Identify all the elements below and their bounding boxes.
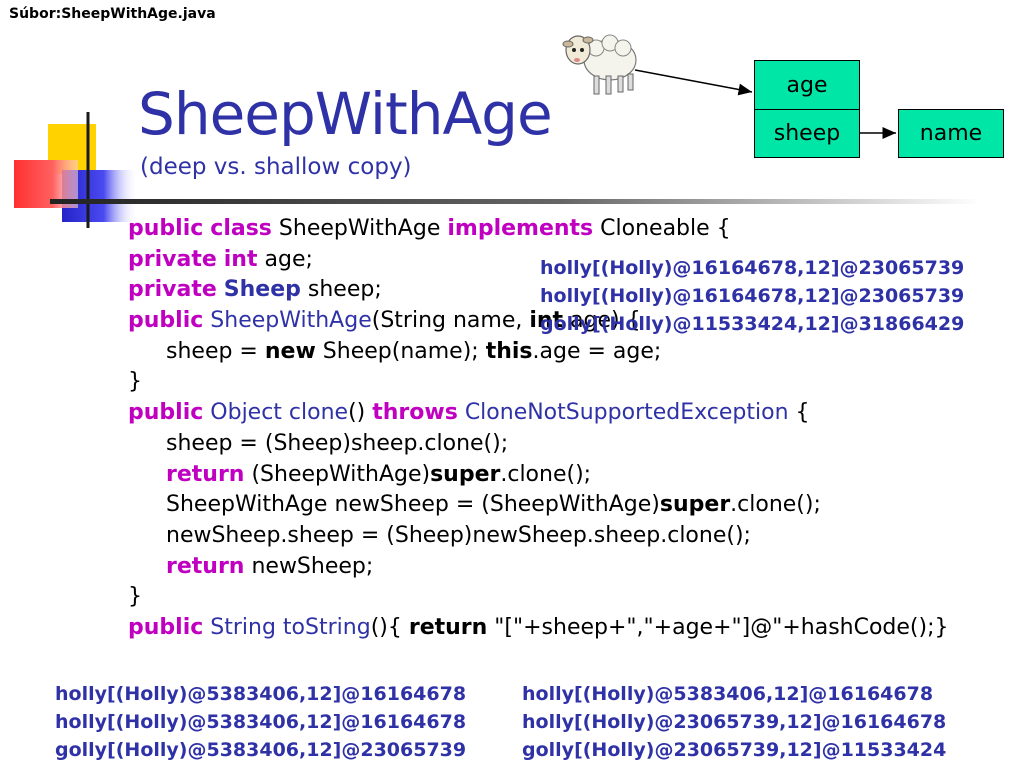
output-line: golly[(Holly)@11533424,12]@31866429 bbox=[540, 313, 965, 335]
code-token: age; bbox=[264, 246, 313, 272]
code-token: int bbox=[529, 308, 564, 334]
page-subtitle: (deep vs. shallow copy) bbox=[140, 154, 412, 180]
code-token: (SheepWithAge) bbox=[244, 461, 431, 487]
output-line: holly[(Holly)@16164678,12]@23065739 bbox=[540, 257, 965, 279]
code-token: int bbox=[223, 246, 258, 272]
code-line: SheepWithAge newSheep = (SheepWithAge)su… bbox=[128, 490, 949, 521]
code-line: private int age; bbox=[128, 245, 949, 276]
code-token: sheep = (Sheep)sheep.clone(); bbox=[166, 430, 509, 456]
code-line: public SheepWithAge(String name, int age… bbox=[128, 306, 949, 337]
code-token: () bbox=[348, 400, 373, 426]
code-token: (){ bbox=[370, 614, 409, 640]
box-sheep: sheep bbox=[754, 109, 860, 158]
code-token: class bbox=[210, 216, 272, 241]
output-line: holly[(Holly)@5383406,12]@16164678 bbox=[55, 711, 467, 733]
code-token: new bbox=[264, 338, 316, 364]
decorative-squares bbox=[14, 112, 138, 228]
code-line: private Sheep sheep; bbox=[128, 275, 949, 306]
code-token: } bbox=[128, 584, 142, 610]
code-line: sheep = (Sheep)sheep.clone(); bbox=[128, 429, 949, 460]
output-bottom-left: holly[(Holly)@5383406,12]@16164678 holly… bbox=[55, 680, 466, 764]
code-token: return bbox=[166, 553, 245, 579]
code-line: public Object clone() throws CloneNotSup… bbox=[128, 398, 949, 429]
code-line: public String toString(){ return "["+she… bbox=[128, 613, 949, 644]
output-line: holly[(Holly)@5383406,12]@16164678 bbox=[55, 683, 467, 705]
code-token: SheepWithAge bbox=[210, 308, 372, 334]
code-token: Object clone bbox=[210, 400, 349, 426]
code-token: private bbox=[128, 246, 217, 272]
output-line: golly[(Holly)@23065739,12]@11533424 bbox=[522, 739, 947, 761]
code-token: super bbox=[659, 492, 731, 518]
code-token: SheepWithAge newSheep = (SheepWithAge) bbox=[166, 492, 660, 518]
code-line: } bbox=[128, 582, 949, 613]
code-line: public class SheepWithAge implements Clo… bbox=[128, 214, 949, 245]
code-token: .clone(); bbox=[500, 461, 592, 487]
output-line: holly[(Holly)@16164678,12]@23065739 bbox=[540, 285, 965, 307]
code-token: .age = age; bbox=[532, 338, 662, 364]
output-bottom-right: holly[(Holly)@5383406,12]@16164678 holly… bbox=[522, 680, 946, 764]
code-token: "["+sheep+","+age+"]@"+hashCode();} bbox=[487, 614, 949, 640]
code-token: String toString bbox=[210, 614, 371, 640]
code-token: newSheep.sheep = (Sheep)newSheep.sheep.c… bbox=[166, 522, 751, 548]
code-token: { bbox=[788, 400, 810, 426]
code-token: SheepWithAge bbox=[278, 216, 441, 241]
code-token: .clone(); bbox=[730, 492, 821, 518]
code-block: public class SheepWithAge implements Clo… bbox=[128, 214, 949, 644]
code-token: sheep; bbox=[307, 277, 382, 303]
code-token: } bbox=[128, 369, 142, 395]
code-token: Cloneable { bbox=[600, 216, 731, 241]
code-line: return (SheepWithAge)super.clone(); bbox=[128, 460, 949, 491]
code-token: public bbox=[128, 216, 204, 241]
box-age: age bbox=[754, 60, 860, 110]
code-line: } bbox=[128, 367, 949, 398]
code-line: return newSheep; bbox=[128, 552, 949, 583]
output-line: holly[(Holly)@5383406,12]@16164678 bbox=[522, 683, 934, 705]
code-token: public bbox=[128, 614, 204, 640]
code-token: CloneNotSupportedException bbox=[464, 400, 789, 426]
code-token: public bbox=[128, 400, 204, 426]
code-token: this bbox=[485, 338, 533, 364]
title-divider bbox=[50, 199, 980, 204]
page-title: SheepWithAge bbox=[138, 80, 553, 148]
arrow-icon bbox=[634, 69, 753, 96]
output-line: holly[(Holly)@23065739,12]@16164678 bbox=[522, 711, 947, 733]
file-label: Súbor:SheepWithAge.java bbox=[9, 6, 216, 22]
code-token: return bbox=[408, 614, 488, 640]
code-token: private bbox=[128, 277, 217, 303]
code-token: implements bbox=[447, 216, 594, 241]
code-token: age) { bbox=[563, 308, 641, 334]
box-name: name bbox=[898, 109, 1004, 158]
code-token: Sheep(name); bbox=[315, 338, 486, 364]
code-token: throws bbox=[372, 400, 458, 426]
sheep-image bbox=[562, 34, 637, 95]
output-line: golly[(Holly)@5383406,12]@23065739 bbox=[55, 739, 467, 761]
code-token: newSheep; bbox=[244, 553, 374, 579]
output-top-right: holly[(Holly)@16164678,12]@23065739 holl… bbox=[540, 254, 964, 338]
code-token: Sheep bbox=[223, 277, 301, 303]
code-token: return bbox=[166, 461, 245, 487]
code-token: public bbox=[128, 308, 204, 334]
code-token: (String name, bbox=[371, 308, 530, 334]
code-line: newSheep.sheep = (Sheep)newSheep.sheep.c… bbox=[128, 521, 949, 552]
code-line: sheep = new Sheep(name); this.age = age; bbox=[128, 337, 949, 368]
code-token: super bbox=[430, 461, 501, 487]
code-token: sheep = bbox=[166, 338, 265, 364]
